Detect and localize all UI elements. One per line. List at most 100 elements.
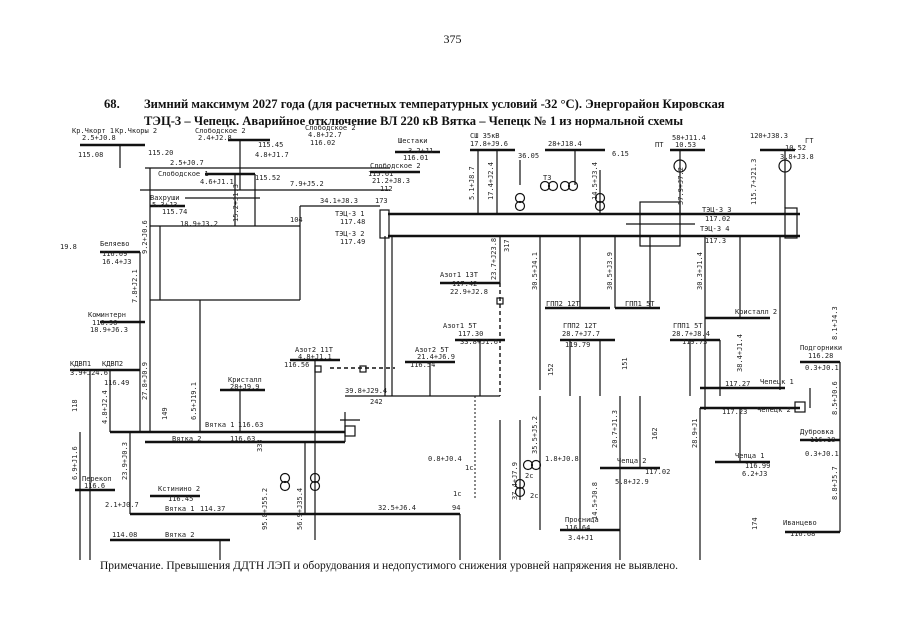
line-tag: 1с — [453, 490, 461, 498]
heading-line-1: Зимний максимум 2027 года (для расчетных… — [144, 97, 725, 111]
vertical-flow-label: 27.8+J0.9 — [141, 362, 149, 400]
vertical-flow-label: 8.5+J0.6 — [831, 381, 839, 415]
node-vyatka2-b-label: Вятка 2 — [165, 531, 195, 539]
node-kominterm-label: Коминтерн — [88, 311, 126, 319]
line-tag: 173 — [375, 197, 388, 205]
vertical-flow-label: 4.8+J2.4 — [101, 390, 109, 424]
node-kr-ivory2-voltage: 115.20 — [148, 149, 173, 157]
line-tag: 2с — [525, 472, 533, 480]
vertical-flow-label: 95.8+J55.2 — [261, 488, 269, 530]
flow-label: 34.1+J8.3 — [320, 197, 358, 205]
node-gpp1-5t-b-voltage: 119.73 — [682, 338, 707, 346]
line-tag: 36.05 — [518, 152, 539, 160]
node-chepetsk2-label: Чепецк 2 — [757, 406, 791, 414]
node-azot1-5t-voltage: 117.30 — [458, 330, 483, 338]
node-kominterm-flow: 18.9+J6.3 — [90, 326, 128, 334]
bus-coupler-left — [379, 209, 390, 239]
node-kdvp2-label: КДВП2 — [102, 360, 123, 368]
node-slobodskoe2b-flow: 4.8+J2.7 — [308, 131, 342, 139]
node-azot1-5t-label: Азот1 5Т — [443, 322, 478, 330]
node-prosnica-label: Просница — [565, 516, 599, 524]
node-azot2-5t-flow: 21.4+J6.9 — [417, 353, 455, 361]
vertical-flow-label: 20.7+J1.3 — [611, 410, 619, 448]
vertical-flow-label: 56.9+J35.4 — [296, 488, 304, 530]
node-ss35-label: СШ 35кВ — [470, 132, 500, 140]
vertical-flow-label: 30.3+J1.4 — [696, 252, 704, 290]
vertical-flow-label: 9.2+J0.6 — [141, 220, 149, 254]
node-azot2-5t-voltage: 116.54 — [410, 361, 435, 369]
node-pt-label: ПТ — [655, 141, 664, 149]
vertical-flow-label: 7.8+J2.1 — [131, 269, 139, 303]
node-vahrushi-voltage: 115.74 — [162, 208, 187, 216]
line-tag: 174 — [751, 517, 759, 530]
flow-label: 4.8+J1.7 — [255, 151, 289, 159]
node-gpp2-12t-b-label: ГПП2 12Т — [563, 322, 598, 330]
node-chepca1-label: Чепца 1 — [735, 452, 765, 460]
node-vyatka2-label: Вятка 2 — [172, 435, 202, 443]
node-slobodskoe2b-voltage: 116.02 — [310, 139, 335, 147]
node-slobodskoe1-voltage: 115.52 — [255, 174, 280, 182]
vertical-flow-label: 30.5+J3.9 — [606, 252, 614, 290]
node-vyatka2-voltage: 116.63 — [230, 435, 255, 443]
line-tag: 19.8 — [60, 243, 77, 251]
node-pt-voltage: 10.53 — [675, 141, 696, 149]
generator-pt — [673, 159, 687, 173]
line-tag: 1с — [465, 464, 473, 472]
transformer-vyatka — [279, 472, 291, 484]
node-belyaevo-voltage: 116.09 — [102, 250, 127, 258]
node-kr-ivory1-label: Кр.Чкорт 1 — [72, 127, 114, 135]
node-chepca2-label: Чепца 2 — [617, 457, 647, 465]
node-azot2-5t-label: Азот2 5Т — [415, 346, 450, 354]
node-gpp1-5t-b-flow: 28.7+J8.4 — [672, 330, 710, 338]
node-kdvp1-flow: 3.9+J24.6 — [70, 369, 108, 377]
node-vyatka1-label: Вятка 1 — [205, 421, 235, 429]
node-gt-note: 3.8+J3.8 — [780, 153, 814, 161]
transformer-t3-b — [594, 192, 606, 204]
node-vyatka1-b-voltage: 114.37 — [200, 505, 225, 513]
flow-label: 2.1+J0.7 — [105, 501, 139, 509]
node-azot2-11t-label: Азот2 11Т — [295, 346, 334, 354]
flow-label: 1.8+J0.8 — [545, 455, 579, 463]
vertical-flow-label: 6.9+J1.6 — [71, 446, 79, 480]
node-podgorodniki-flow: 0.3+J0.1 — [805, 364, 839, 372]
node-perekop-voltage: 116.6 — [84, 482, 105, 490]
node-tec3-3-label: ТЭЦ-3 3 — [702, 206, 732, 214]
vertical-flow-label: 17.4+J2.4 — [487, 162, 495, 200]
node-slobodskoe1-flow: 4.6+J1.1 — [200, 178, 234, 186]
node-azot2-11t-voltage: 116.56 — [284, 361, 309, 369]
vertical-flow-label: 30.5+J4.1 — [531, 252, 539, 290]
node-chepca1-voltage: 116.99 — [745, 462, 770, 470]
vertical-flow-label: 8.8+J5.7 — [831, 466, 839, 500]
flow-label: 7.9+J5.2 — [290, 180, 324, 188]
vertical-flow-label: 5.1+J8.7 — [468, 166, 476, 200]
node-belyaevo-label: Беляево — [100, 240, 130, 248]
node-azot1-13t-voltage: 117.42 — [452, 280, 477, 288]
line-tag: 2с — [530, 492, 538, 500]
vertical-flow-label: 15.2+J1.3 — [232, 184, 240, 222]
node-vyatka1-b-label: Вятка 1 — [165, 505, 195, 513]
vertical-flow-label: 14.5+J0.8 — [591, 482, 599, 520]
footnote: Примечание. Превышения ДДТН ЛЭП и оборуд… — [100, 560, 678, 572]
node-gt-label: ГТ — [805, 137, 814, 145]
line-tag: 162 — [651, 427, 659, 440]
node-slobodskoe2-mid-voltage: 115.61 — [368, 170, 393, 178]
flow-label: 39.8+J29.4 — [345, 387, 387, 395]
node-ketmino2-label: Кстинино 2 — [158, 485, 200, 493]
node-ketmino2-voltage: 116.45 — [168, 495, 193, 503]
node-kr-ivory1-voltage: 115.08 — [78, 151, 103, 159]
node-podgorodniki-label: Подгорники — [800, 344, 842, 352]
node-slobodskoe2-top-voltage: 115.45 — [258, 141, 283, 149]
node-slobodskoe2-mid-label: Слободское 2 — [370, 162, 421, 170]
node-t3-note: 28+J18.4 — [548, 140, 582, 148]
node-tec3-3-voltage: 117.02 — [705, 215, 730, 223]
flow-labels: 2.5+J0.7 4.8+J1.7 21.2+J8.3 7.9+J5.2 34.… — [105, 151, 579, 512]
line-tag: 118 — [71, 399, 79, 412]
node-gpp1-5t-b-label: ГПП1 5Т — [673, 322, 703, 330]
node-azot1-13t-label: Азот1 13Т — [440, 271, 479, 279]
generator-gt — [778, 159, 792, 173]
transformer-2c — [514, 478, 526, 490]
vertical-flow-label: 35.5+J5.2 — [531, 416, 539, 454]
line-tag: 242 — [370, 398, 383, 406]
node-tec3-1-label: ТЭЦ-3 1 — [335, 210, 365, 218]
node-kdvp1-label: КДВП1 — [70, 360, 91, 368]
